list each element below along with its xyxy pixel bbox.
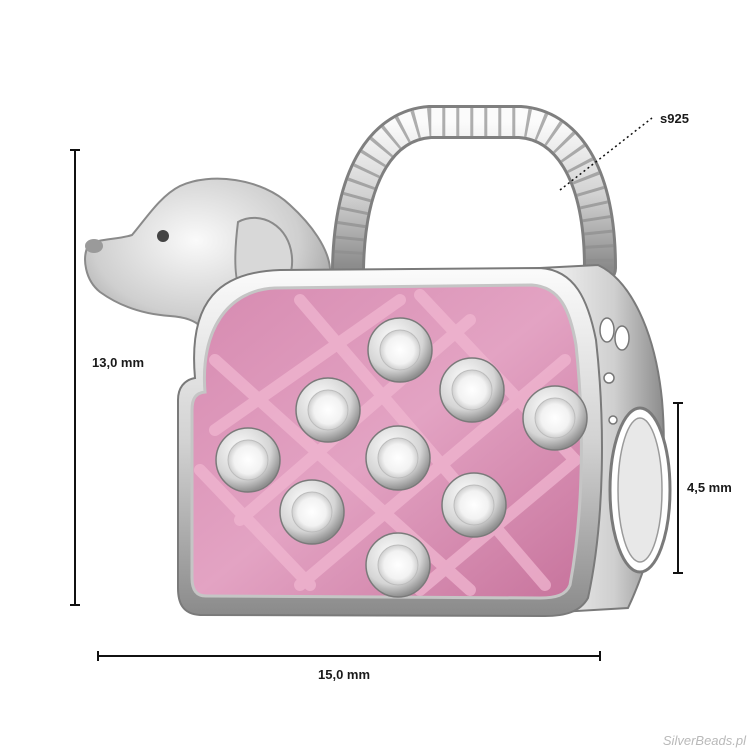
crystal	[365, 425, 431, 491]
crystal	[279, 479, 345, 545]
crystal-settings	[215, 317, 588, 598]
crystal	[439, 357, 505, 423]
dog-nose	[85, 239, 103, 253]
height-dimension-line	[70, 149, 80, 606]
dog-eye	[157, 230, 169, 242]
hole-diameter-label: 4,5 mm	[687, 480, 732, 495]
crystal	[441, 472, 507, 538]
crystal	[215, 427, 281, 493]
crystal	[295, 377, 361, 443]
hole-dimension-line	[673, 402, 683, 574]
crystal	[522, 385, 588, 451]
width-label: 15,0 mm	[318, 667, 371, 682]
bag-handle	[331, 105, 617, 285]
height-label: 13,0 mm	[92, 355, 145, 370]
crystal	[365, 532, 431, 598]
width-dimension-line	[97, 651, 601, 661]
watermark: SilverBeads.pl	[662, 733, 746, 748]
crystal	[367, 317, 433, 383]
material-label: s925	[660, 111, 689, 126]
